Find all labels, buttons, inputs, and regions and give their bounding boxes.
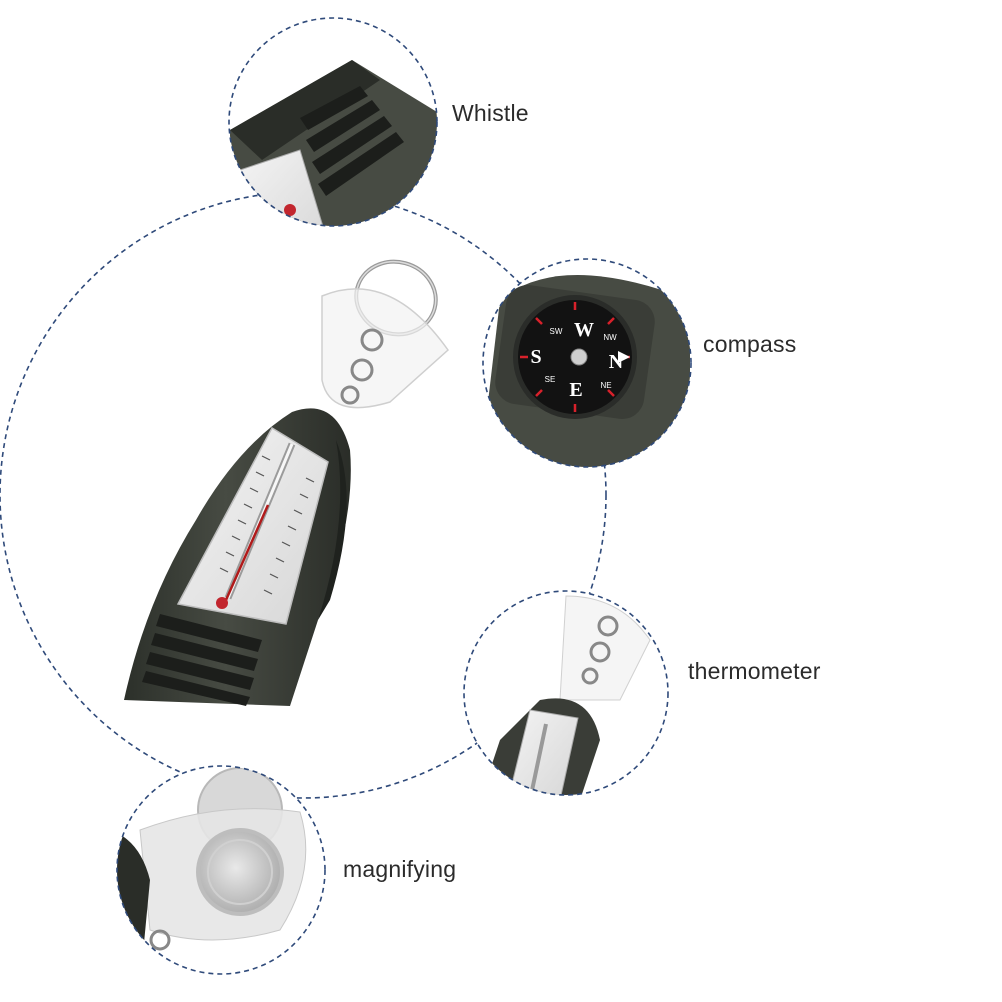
main-dashed-circle [0, 191, 607, 799]
magnifying-dashed-circle [116, 765, 326, 975]
compass-se: SE [545, 375, 556, 384]
thermometer-label: thermometer [688, 658, 821, 684]
compass-pivot [570, 348, 588, 366]
whistle-slots [142, 614, 262, 706]
compass-dashed-circle [482, 258, 692, 468]
compass-ne: NE [600, 381, 611, 390]
magnifier-plate [321, 288, 449, 409]
compass-label: compass [703, 331, 797, 357]
magnifying-detail-image [117, 766, 325, 974]
magnifier-lens [196, 828, 284, 916]
compass-sw: SW [550, 327, 563, 336]
compass-s: S [530, 346, 541, 368]
compass-e: E [569, 379, 582, 401]
whistle-dashed-circle [228, 17, 438, 227]
thermometer-detail-image [464, 591, 668, 795]
thermometer-bulb [216, 597, 228, 609]
main-product [124, 259, 449, 706]
thermometer-window [176, 426, 329, 625]
compass-nw: NW [603, 333, 617, 342]
compass-detail-image: N E S W NE SE SW NW [483, 259, 691, 467]
magnifying-label: magnifying [343, 856, 457, 882]
compass-w: W [574, 319, 594, 341]
thermometer-dashed-circle [463, 590, 669, 796]
whistle-label: Whistle [452, 100, 529, 126]
